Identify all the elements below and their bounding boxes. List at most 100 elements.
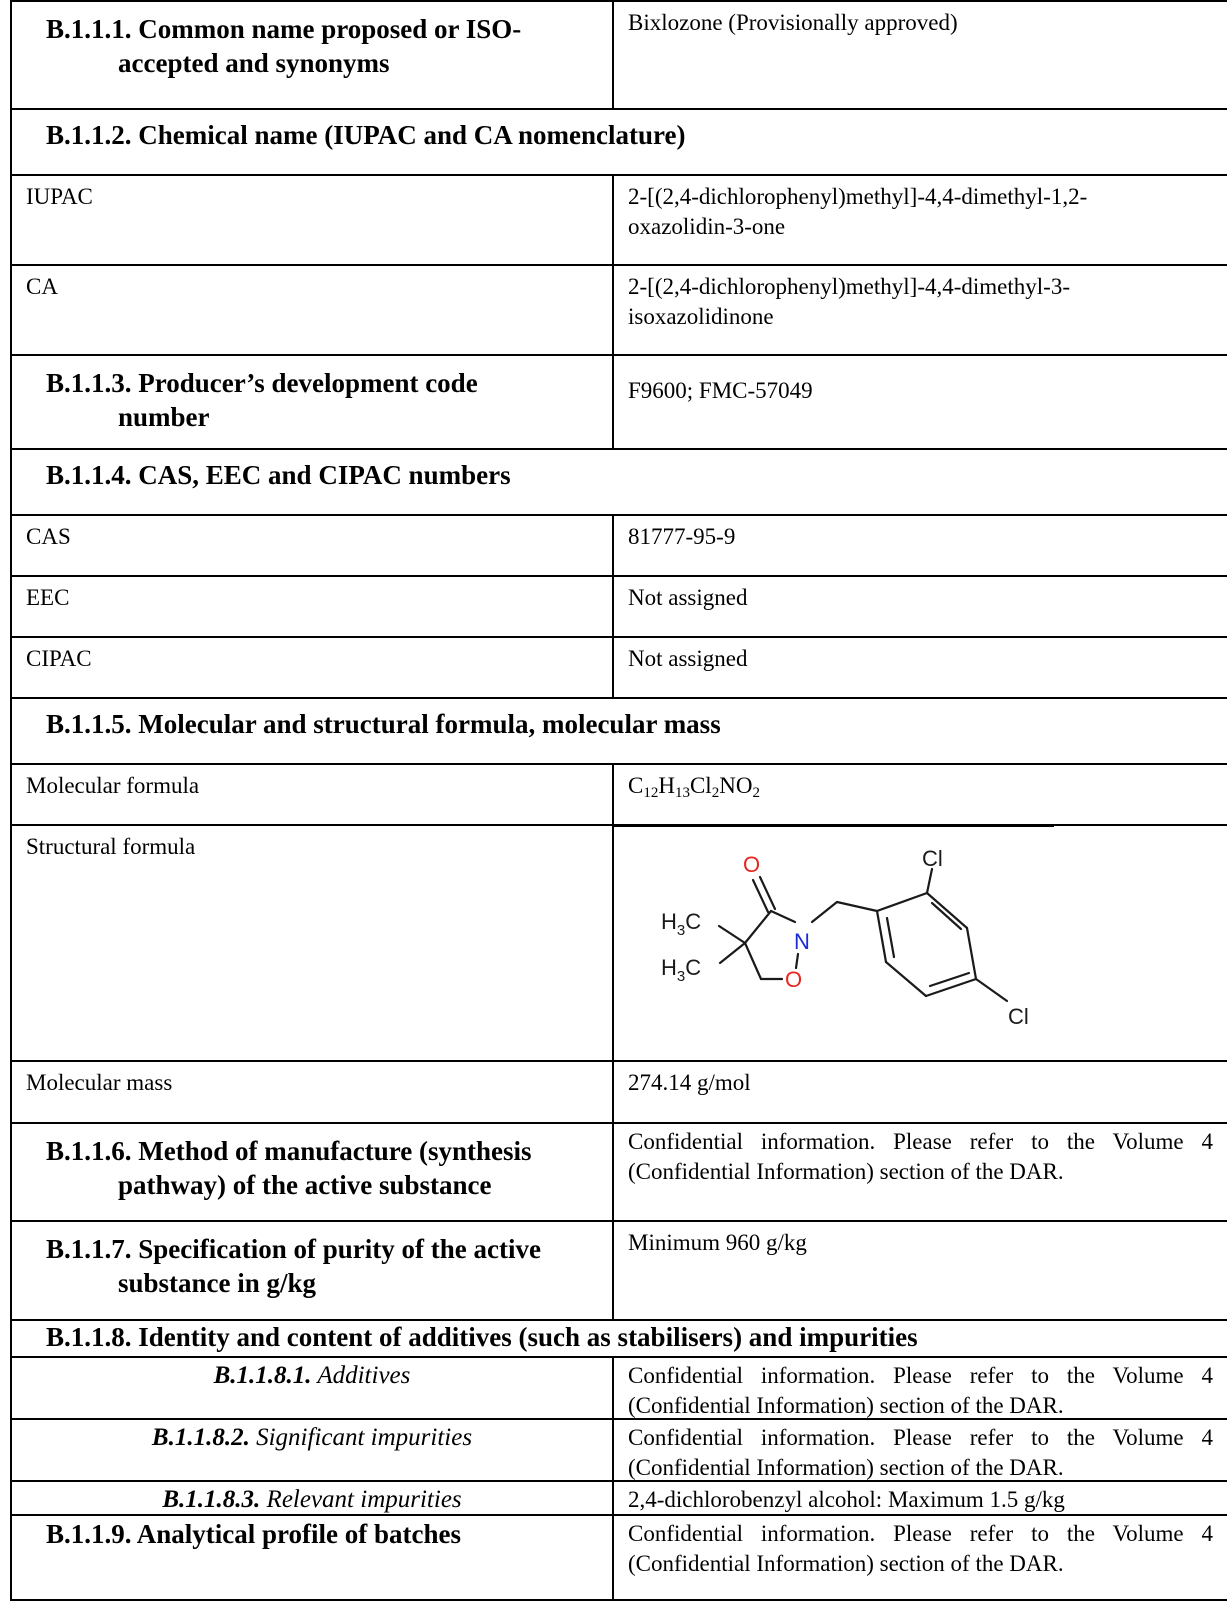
- ring-bond-5: [884, 960, 928, 998]
- row-purity: B.1.1.7. Specification of purity of the …: [10, 1220, 1227, 1319]
- oxygen-ring-label: O: [785, 967, 802, 992]
- subsection-label: Additives: [311, 1362, 411, 1389]
- value-additives: Confidential information. Please refer t…: [628, 1363, 1213, 1418]
- bond-n-ch2: [810, 900, 839, 924]
- ring-bond-6: [875, 909, 888, 964]
- substance-identity-table: B.1.1.1. Common name proposed or ISO-acc…: [10, 0, 1227, 1601]
- chlorine-bottom-label: Cl: [1008, 1004, 1029, 1029]
- row-molecular-mass: Molecular mass 274.14 g/mol: [10, 1060, 1227, 1122]
- heading-text: B.1.1.3. Producer’s development code: [46, 368, 478, 398]
- value-common-name: Bixlozone (Provisionally approved): [628, 10, 958, 35]
- bond-c-cq: [743, 909, 773, 945]
- heading-text-cont: pathway) of the active substance: [118, 1170, 492, 1200]
- value-line: 2-[(2,4-dichlorophenyl)methyl]-4,4-dimet…: [628, 184, 1088, 209]
- heading-analytical-profile: B.1.1.9. Analytical profile of batches: [12, 1516, 614, 1599]
- oxygen-label: O: [743, 852, 760, 877]
- heading-additives-impurities: B.1.1.8. Identity and content of additiv…: [46, 1322, 918, 1352]
- ring-bond-4-inner: [928, 971, 971, 988]
- value-line: 2-[(2,4-dichlorophenyl)methyl]-4,4-dimet…: [628, 274, 1070, 299]
- label-significant-impurities: B.1.1.8.2. Significant impurities: [12, 1420, 614, 1480]
- row-cas: CAS 81777-95-9: [10, 514, 1227, 575]
- subsection-number: B.1.1.8.3.: [162, 1486, 261, 1513]
- formula-subscript: 2: [711, 785, 720, 801]
- value-relevant-impurities: 2,4-dichlorobenzyl alcohol: Maximum 1.5 …: [628, 1487, 1065, 1512]
- heading-text: B.1.1.7. Specification of purity of the …: [46, 1234, 541, 1264]
- bond-cq-ch2: [743, 941, 763, 981]
- bond-carbonyl-1: [758, 875, 777, 911]
- subsection-number: B.1.1.8.1.: [213, 1362, 312, 1389]
- formula-subscript: 13: [674, 785, 690, 801]
- subsection-label: Relevant impurities: [260, 1486, 462, 1513]
- value-method-of-manufacture: Confidential information. Please refer t…: [628, 1129, 1213, 1184]
- row-molecular-formula: Molecular formula C12H13Cl2NO2: [10, 763, 1227, 824]
- row-common-name: B.1.1.1. Common name proposed or ISO-acc…: [10, 0, 1227, 108]
- label-additives: B.1.1.8.1. Additives: [12, 1358, 614, 1418]
- bond-cq-methyl-bottom: [718, 941, 747, 965]
- value-eec: Not assigned: [628, 585, 748, 610]
- value-line: oxazolidin-3-one: [628, 214, 786, 239]
- bond-ring-cl-bottom: [974, 977, 1009, 1003]
- row-numbers-heading: B.1.1.4. CAS, EEC and CIPAC numbers: [10, 448, 1227, 514]
- value-purity: Minimum 960 g/kg: [628, 1230, 807, 1255]
- row-eec: EEC Not assigned: [10, 575, 1227, 636]
- image-top-edge: [614, 826, 1054, 827]
- formula-element: H: [658, 773, 675, 798]
- heading-text: B.1.1.1. Common name proposed or ISO-: [46, 14, 522, 44]
- value-analytical-profile: Confidential information. Please refer t…: [628, 1521, 1213, 1576]
- nitrogen-label: N: [794, 929, 810, 954]
- row-relevant-impurities: B.1.1.8.3. Relevant impurities 2,4-dichl…: [10, 1480, 1227, 1514]
- structural-formula-diagram: O N O Cl Cl H3C H3C: [661, 846, 1029, 1029]
- row-additives: B.1.1.8.1. Additives Confidential inform…: [10, 1356, 1227, 1418]
- formula-element: C: [628, 773, 644, 798]
- value-iupac: 2-[(2,4-dichlorophenyl)methyl]-4,4-dimet…: [614, 176, 1227, 264]
- label-molecular-formula: Molecular formula: [12, 765, 614, 824]
- ring-bond-3: [965, 926, 978, 981]
- subsection-number: B.1.1.8.2.: [151, 1424, 250, 1451]
- heading-text-cont: accepted and synonyms: [118, 48, 390, 78]
- methyl-bottom-label: H3C: [661, 955, 701, 985]
- label-cas: CAS: [12, 516, 614, 575]
- value-molecular-formula: C12H13Cl2NO2: [614, 765, 1227, 824]
- subsection-label: Significant impurities: [249, 1424, 473, 1451]
- row-formula-heading: B.1.1.5. Molecular and structural formul…: [10, 697, 1227, 763]
- atom-labels: O N O Cl Cl H3C H3C: [661, 846, 1029, 1029]
- row-additives-heading: B.1.1.8. Identity and content of additiv…: [10, 1319, 1227, 1356]
- row-cipac: CIPAC Not assigned: [10, 636, 1227, 697]
- bond-cq-methyl-top: [717, 924, 747, 945]
- bond-ch2-ring: [835, 900, 879, 913]
- chlorine-top-label: Cl: [922, 846, 943, 871]
- value-line: isoxazolidinone: [628, 304, 774, 329]
- row-method-of-manufacture: B.1.1.6. Method of manufacture (synthesi…: [10, 1122, 1227, 1220]
- label-molecular-mass: Molecular mass: [12, 1062, 614, 1122]
- methyl-top-label: H3C: [661, 909, 701, 939]
- row-iupac: IUPAC 2-[(2,4-dichlorophenyl)methyl]-4,4…: [10, 174, 1227, 264]
- label-cipac: CIPAC: [12, 638, 614, 697]
- ring-bond-6-inner: [885, 916, 896, 959]
- value-molecular-mass: 274.14 g/mol: [628, 1070, 751, 1095]
- heading-formula: B.1.1.5. Molecular and structural formul…: [46, 709, 721, 739]
- bonds: [717, 867, 1009, 1003]
- bond-ring-cl-top: [925, 867, 934, 895]
- formula-subscript: 2: [752, 785, 760, 801]
- heading-text-cont: substance in g/kg: [118, 1268, 317, 1298]
- heading-purity: B.1.1.7. Specification of purity of the …: [12, 1222, 614, 1319]
- heading-chemical-name: B.1.1.2. Chemical name (IUPAC and CA nom…: [46, 120, 686, 150]
- ring-bond-2-inner: [930, 901, 963, 931]
- bond-n-o: [794, 952, 800, 970]
- heading-common-name: B.1.1.1. Common name proposed or ISO-acc…: [12, 2, 614, 108]
- value-ca: 2-[(2,4-dichlorophenyl)methyl]-4,4-dimet…: [614, 266, 1227, 354]
- label-iupac: IUPAC: [12, 176, 614, 264]
- ring-bond-2: [925, 891, 969, 930]
- heading-method-of-manufacture: B.1.1.6. Method of manufacture (synthesi…: [12, 1124, 614, 1220]
- ring-bond-1: [875, 891, 929, 913]
- structural-formula-cell: O N O Cl Cl H3C H3C: [614, 826, 1227, 1060]
- label-eec: EEC: [12, 577, 614, 636]
- row-significant-impurities: B.1.1.8.2. Significant impurities Confid…: [10, 1418, 1227, 1480]
- bond-c-n: [769, 909, 797, 924]
- formula-element: Cl: [689, 773, 712, 798]
- value-development-code: F9600; FMC-57049: [628, 378, 813, 403]
- label-ca: CA: [12, 266, 614, 354]
- row-ca: CA 2-[(2,4-dichlorophenyl)methyl]-4,4-di…: [10, 264, 1227, 354]
- heading-text: B.1.1.6. Method of manufacture (synthesi…: [46, 1136, 532, 1166]
- heading-text-cont: number: [118, 402, 210, 432]
